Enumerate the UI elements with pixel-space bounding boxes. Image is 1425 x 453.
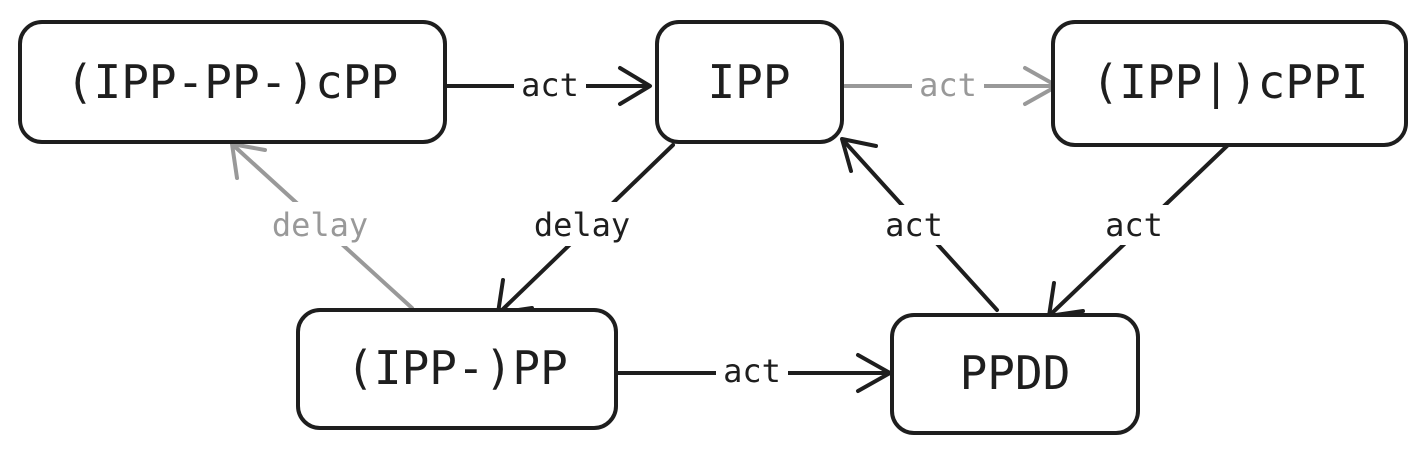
edge-ppdd-to-ipp-arrowhead: [840, 137, 878, 173]
node-ipp-label: IPP: [707, 55, 790, 109]
edge-ipp-to-ippp: delay: [496, 143, 675, 315]
node-ipp-pp-label: (IPP-)PP: [346, 341, 568, 395]
edge-cppi-to-ppdd: act: [1047, 143, 1230, 318]
edge-ipp-to-cppi: act: [843, 66, 1059, 106]
node-ipp-pp-cpp: (IPP-PP-)cPP: [18, 20, 447, 144]
edge-ippp-to-cpp-label: delay: [272, 206, 368, 244]
edge-ippp-to-ppdd: act: [615, 352, 892, 393]
edge-ppdd-to-ipp: act: [840, 137, 999, 312]
edge-ppdd-to-ipp-label: act: [885, 206, 943, 244]
edge-cpp-to-ipp-label: act: [521, 66, 579, 104]
node-ipp-bar-cppi-label: (IPP|)cPPI: [1092, 55, 1369, 110]
node-ipp-pp: (IPP-)PP: [296, 308, 618, 430]
edge-ipp-to-ippp-label: delay: [534, 206, 630, 244]
edge-cpp-to-ipp: act: [445, 66, 652, 106]
node-ipp-pp-cpp-label: (IPP-PP-)cPP: [66, 55, 398, 109]
node-ipp: IPP: [655, 20, 844, 144]
edge-ippp-to-cpp: delay: [230, 142, 414, 310]
node-ipp-bar-cppi: (IPP|)cPPI: [1051, 20, 1408, 147]
edge-ipp-to-cppi-label: act: [919, 66, 977, 104]
edge-cpp-to-ipp-arrowhead: [618, 66, 652, 106]
node-ppdd-label: PPDD: [960, 346, 1071, 400]
node-ppdd: PPDD: [890, 313, 1140, 435]
edge-cppi-to-ppdd-label: act: [1105, 206, 1163, 244]
edge-ippp-to-ppdd-label: act: [723, 352, 781, 390]
